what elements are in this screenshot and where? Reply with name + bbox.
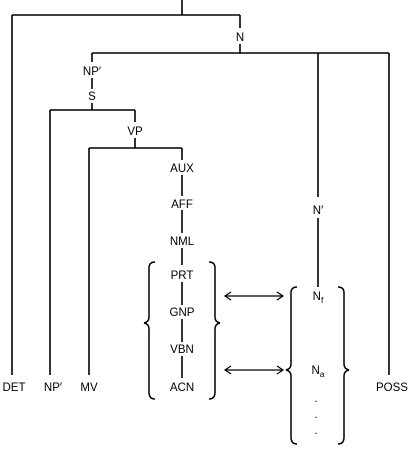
node-nf-subscript: f <box>321 295 324 305</box>
node-vp: VP <box>127 126 143 138</box>
right-group-close-brace <box>337 286 350 445</box>
node-prt: PRT <box>171 270 194 282</box>
node-n: N <box>236 32 244 44</box>
leaf-det: DET <box>3 382 26 394</box>
right-group-open-brace <box>285 286 298 445</box>
node-s: S <box>88 91 96 103</box>
double-arrow-vbn-na <box>223 365 285 375</box>
node-aux: AUX <box>170 163 194 175</box>
node-labels: N NP′ S VP AUX AFF NML PRT GNP VBN ACN N… <box>83 32 325 437</box>
ellipsis-dot-3: . <box>314 425 317 437</box>
node-acn: ACN <box>170 382 194 394</box>
leaf-mv: MV <box>80 382 98 394</box>
node-na-subscript: a <box>320 369 325 379</box>
left-brace-group <box>143 261 221 400</box>
node-aff: AFF <box>171 199 193 211</box>
node-nf-base: N <box>313 291 321 303</box>
ellipsis-dot-2: . <box>314 409 317 421</box>
node-nprime: N′ <box>313 205 323 217</box>
right-brace-group <box>285 286 350 445</box>
node-gnp: GNP <box>170 307 195 319</box>
leaf-npprime: NP′ <box>44 382 62 394</box>
left-group-open-brace <box>143 261 156 400</box>
leaf-labels: DET NP′ MV POSS <box>3 382 409 394</box>
double-arrow-prt-nf <box>223 291 285 301</box>
node-npprime-top: NP′ <box>83 66 101 78</box>
node-vbn: VBN <box>170 344 194 356</box>
node-nf: Nf <box>313 291 324 305</box>
leaf-poss: POSS <box>376 382 408 394</box>
correspondence-arrows <box>223 291 285 375</box>
left-group-close-brace <box>208 261 221 400</box>
node-na-base: N <box>311 365 319 377</box>
ellipsis-dot-1: . <box>314 393 317 405</box>
node-na: Na <box>311 365 324 379</box>
tree-edges <box>11 0 390 378</box>
node-nml: NML <box>170 236 195 248</box>
